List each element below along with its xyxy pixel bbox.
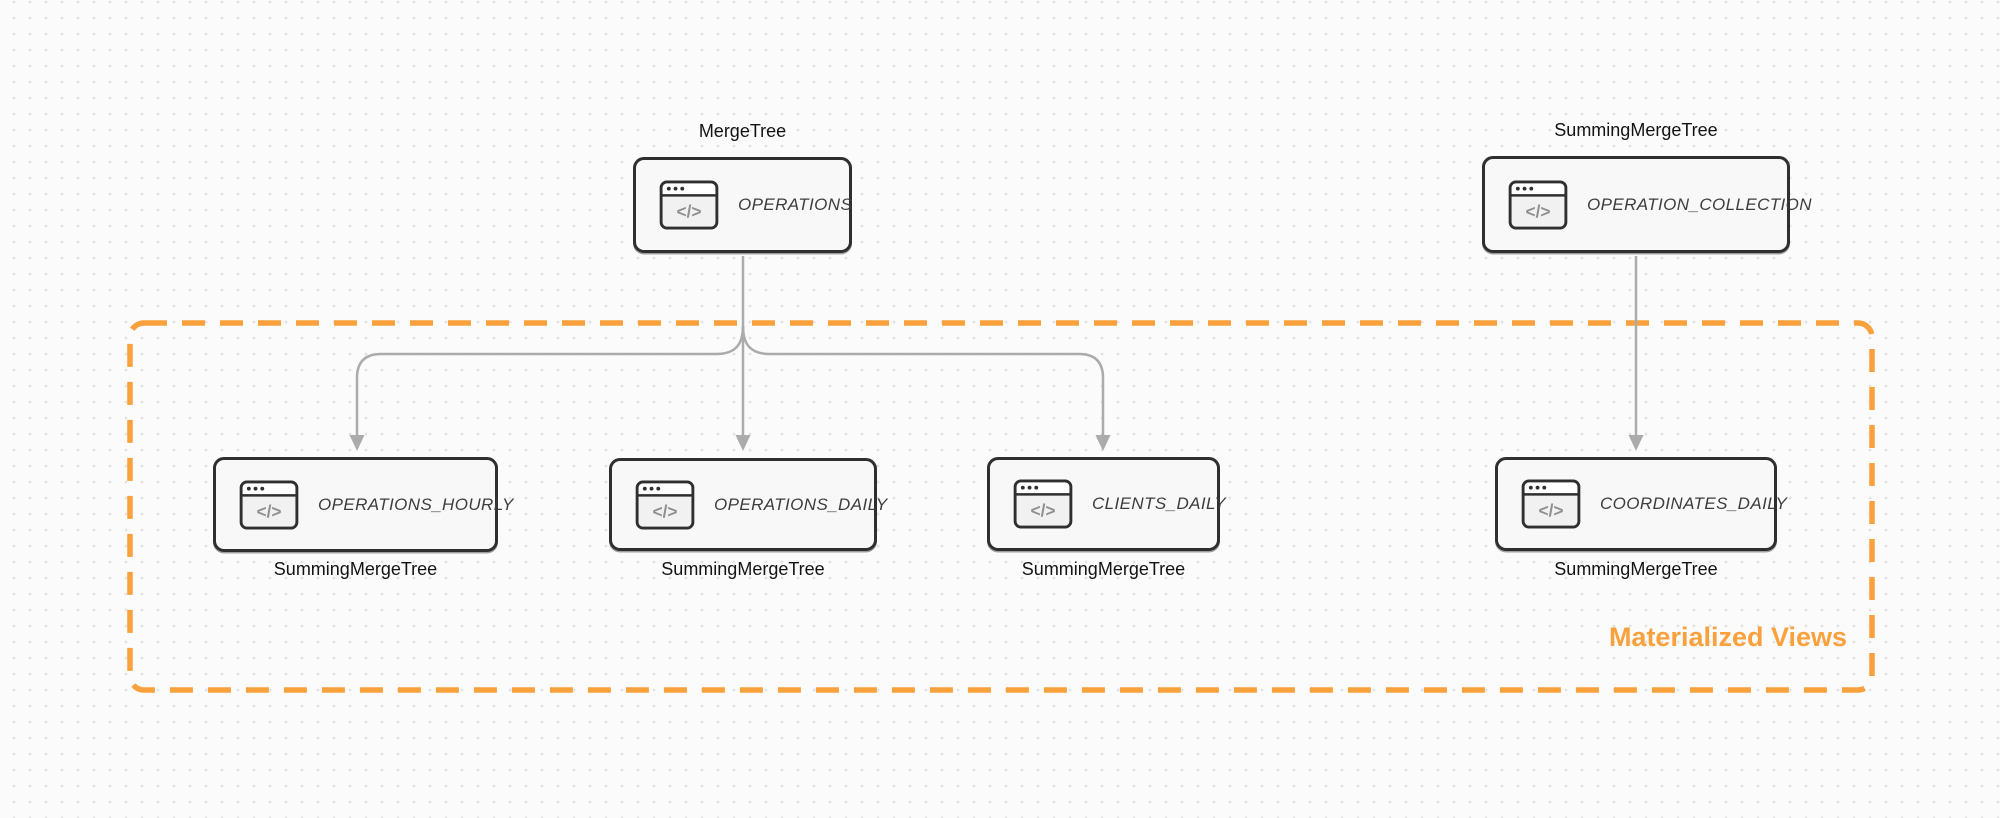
engine-label-operations: MergeTree [698,121,787,141]
engine-label-operation-collection: SummingMergeTree [1554,120,1718,140]
code-window-icon: </> [1013,479,1073,529]
engine-label-coordinates-daily: SummingMergeTree [1554,559,1718,579]
arrowhead-operations-hourly [349,435,365,451]
edge-operations-to-operations-hourly [355,325,745,436]
arrowhead-operations-daily [735,435,751,451]
arrowhead-coordinates-daily [1628,435,1644,451]
arrowhead-clients-daily [1095,435,1111,451]
materialized-views-container-border [127,320,1875,693]
node-title: OPERATIONS_DAILY [714,494,888,514]
node-operations-hourly: </> OPERATIONS_HOURLY [213,457,513,552]
svg-text:</>: </> [1525,201,1550,221]
engine-label-clients-daily: SummingMergeTree [1021,559,1186,579]
svg-text:</>: </> [652,501,677,521]
svg-text:</>: </> [256,501,281,521]
edge-operations-to-clients-daily [741,325,1105,436]
node-operations: </> OPERATIONS [633,157,852,253]
svg-text:</>: </> [1538,501,1563,521]
engine-label-operations-daily: SummingMergeTree [661,559,825,579]
code-window-icon: </> [1521,479,1581,529]
svg-text:</>: </> [1030,501,1055,521]
svg-text:</>: </> [676,202,701,222]
code-window-icon: </> [1508,179,1568,230]
code-window-icon: </> [659,180,719,230]
engine-label-operations-hourly: SummingMergeTree [273,559,438,579]
code-window-icon: </> [239,479,299,530]
node-title: COORDINATES_DAILY [1600,494,1788,513]
node-coordinates-daily: </> COORDINATES_DAILY [1495,457,1787,551]
node-operations-daily: </> OPERATIONS_DAILY [609,458,887,551]
node-title: OPERATIONS_HOURLY [318,494,514,514]
node-title: CLIENTS_DAILY [1092,494,1227,513]
node-operation-collection: </> OPERATION_COLLECTION [1482,156,1812,253]
node-clients-daily: </> CLIENTS_DAILY [987,457,1226,551]
node-title: OPERATION_COLLECTION [1587,194,1812,214]
node-title: OPERATIONS [738,195,853,214]
code-window-icon: </> [635,479,695,530]
materialized-views-label: Materialized Views [1608,622,1848,652]
